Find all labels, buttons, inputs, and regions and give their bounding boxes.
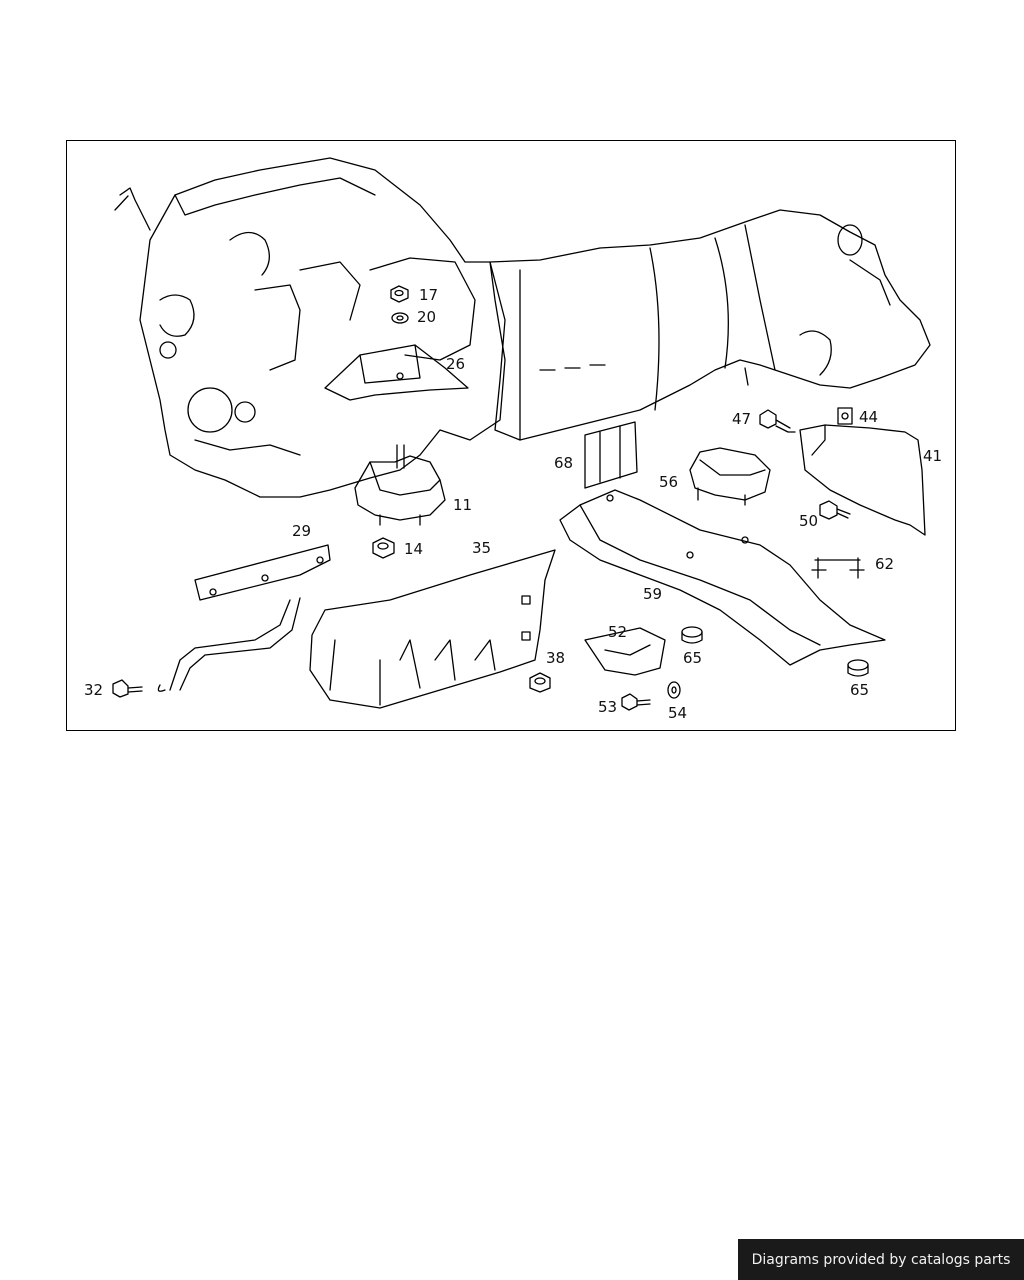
callout-52: 52 [608, 623, 628, 641]
callout-32: 32 [84, 681, 104, 699]
callout-50: 50 [799, 512, 819, 530]
callout-68: 68 [554, 454, 574, 472]
callout-53: 53 [598, 698, 618, 716]
bracket-52-icon [584, 627, 666, 676]
callout-29: 29 [292, 522, 312, 540]
engine-mount-11-icon [354, 444, 446, 526]
bracket-26-icon [324, 344, 469, 401]
bolt-50-icon [819, 500, 851, 520]
nut-38-icon [529, 672, 551, 693]
callout-59: 59 [643, 585, 663, 603]
callout-14: 14 [404, 540, 424, 558]
diagram-credit-banner: Diagrams provided by catalogs parts [738, 1239, 1024, 1280]
callout-44: 44 [859, 408, 879, 426]
plate-68-icon [584, 421, 638, 489]
bolt-47-icon [759, 409, 796, 433]
clip-44-icon [837, 407, 853, 425]
callout-47: 47 [732, 410, 752, 428]
callout-56: 56 [659, 473, 679, 491]
callout-35: 35 [472, 539, 492, 557]
crossmember-59-icon [559, 489, 886, 666]
callout-11: 11 [453, 496, 473, 514]
bolt-set-62-icon [811, 557, 865, 579]
callout-65a: 65 [683, 649, 703, 667]
diagram-frame [66, 140, 956, 731]
heat-shield-35-icon [309, 549, 556, 709]
callout-62: 62 [875, 555, 895, 573]
bushing-65b-icon [847, 659, 869, 677]
callout-17: 17 [419, 286, 439, 304]
nut-14-icon [372, 537, 395, 559]
bushing-65a-icon [681, 626, 703, 644]
callout-26: 26 [446, 355, 466, 373]
transmission-mount-56-icon [689, 447, 771, 506]
washer-54-icon [667, 681, 681, 699]
callout-20: 20 [417, 308, 437, 326]
callout-54: 54 [668, 704, 688, 722]
washer-20-icon [391, 312, 409, 324]
engine-illustration [114, 157, 506, 498]
nut-17-icon [390, 285, 409, 303]
bolt-53-icon [621, 693, 651, 711]
bolt-32-icon [112, 679, 143, 698]
transmission-illustration [489, 209, 931, 441]
callout-38: 38 [546, 649, 566, 667]
callout-41: 41 [923, 447, 943, 465]
guard-41-icon [799, 424, 926, 536]
bracket-29-icon [157, 544, 331, 692]
callout-65b: 65 [850, 681, 870, 699]
